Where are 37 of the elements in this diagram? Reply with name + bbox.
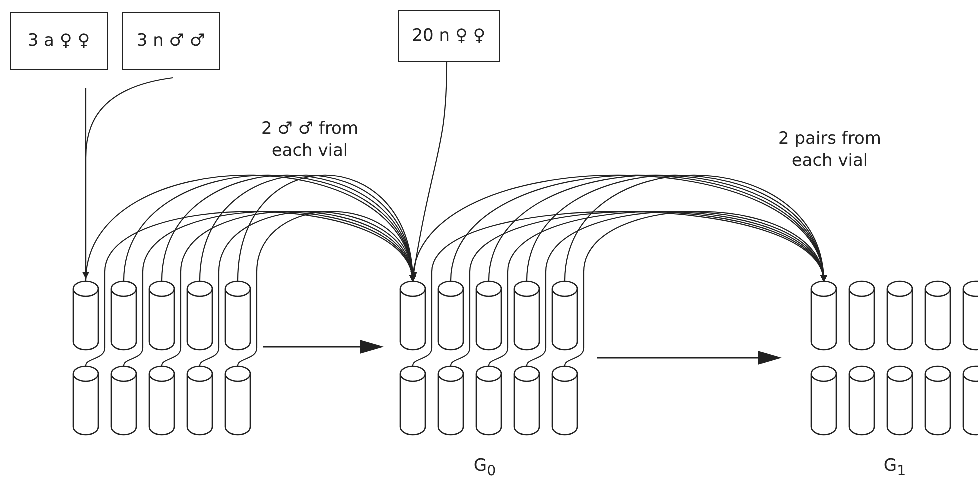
vial (399, 365, 427, 437)
vial (224, 280, 252, 352)
arrow (82, 77, 174, 279)
generation-label: G$_{1}$ (882, 455, 908, 481)
vial (924, 280, 952, 352)
vial (848, 365, 876, 437)
vial (551, 280, 579, 352)
vial (810, 280, 838, 352)
generation-label: G$_{0}$ (472, 455, 498, 481)
annotation-text: 2 pairs from each vial (778, 128, 882, 172)
vial (72, 280, 100, 352)
sample-box: 20 n ♀ ♀ (398, 10, 500, 62)
vial (848, 280, 876, 352)
vial (475, 365, 503, 437)
vial (110, 365, 138, 437)
vial (475, 280, 503, 352)
vial (437, 280, 465, 352)
vial (148, 365, 176, 437)
arrow (237, 175, 416, 282)
vial (224, 365, 252, 437)
vial (810, 365, 838, 437)
vial (110, 280, 138, 352)
vial (886, 280, 914, 352)
vial (513, 280, 541, 352)
vial (399, 280, 427, 352)
vial (513, 365, 541, 437)
vial (72, 365, 100, 437)
vial (924, 365, 952, 437)
vial (886, 365, 914, 437)
vial (186, 280, 214, 352)
vial (186, 365, 214, 437)
sample-box: 3 a ♀ ♀ (10, 12, 108, 70)
vial (148, 280, 176, 352)
sample-box: 3 n ♂ ♂ (122, 12, 220, 70)
vial (437, 365, 465, 437)
vial (551, 365, 579, 437)
annotation-text: 2 ♂ ♂ from each vial (260, 118, 360, 162)
